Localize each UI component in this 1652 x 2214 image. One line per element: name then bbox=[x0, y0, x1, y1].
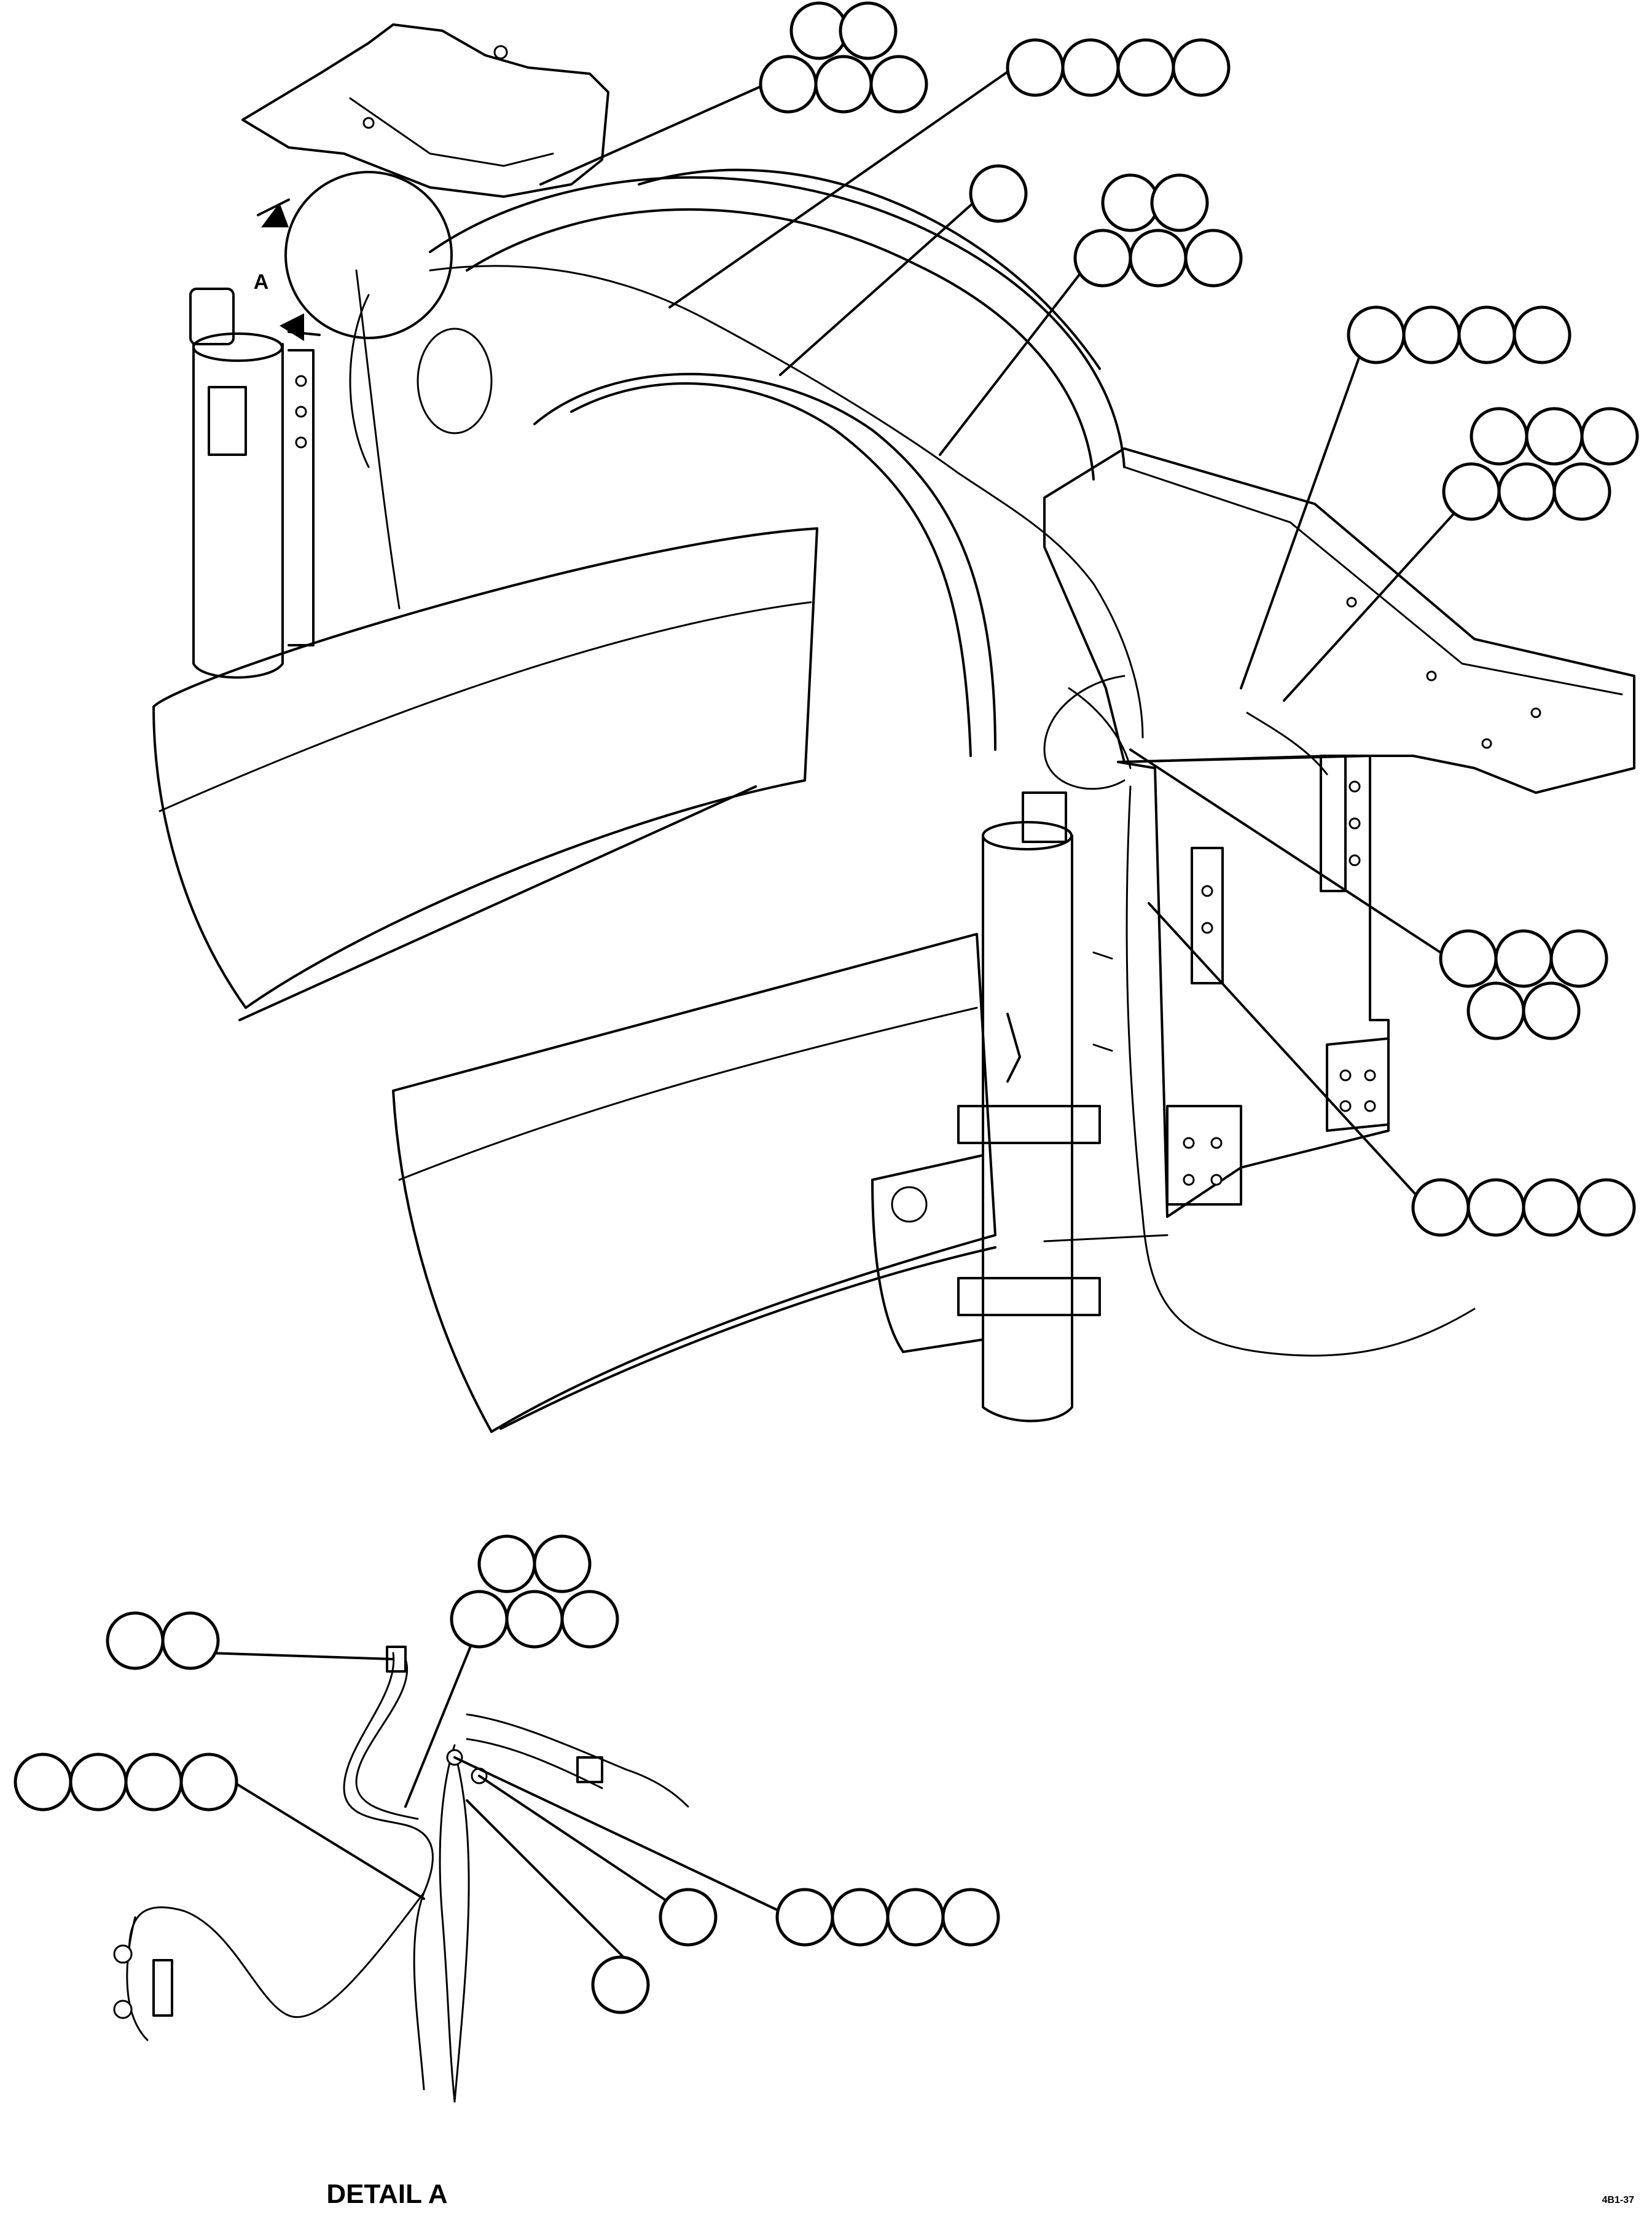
callout-group-g3 bbox=[969, 164, 1028, 223]
callout-group-g5 bbox=[1347, 305, 1572, 364]
callout-group-g1 bbox=[759, 1, 928, 114]
right-hydraulic-cylinder bbox=[957, 791, 1101, 1423]
left-hydraulic-cylinder bbox=[189, 288, 315, 679]
callout-group-g9 bbox=[450, 1534, 619, 1649]
detail-a-label: A bbox=[254, 270, 269, 294]
callout-group-g11 bbox=[14, 1753, 238, 1812]
callout-group-g6 bbox=[1442, 407, 1639, 521]
callout-group-g7 bbox=[1439, 929, 1608, 1040]
callout-group-g8 bbox=[1411, 1178, 1636, 1237]
detail-a-caption: DETAIL A bbox=[326, 2179, 447, 2209]
callout-group-g2 bbox=[1006, 38, 1231, 97]
callout-group-g12 bbox=[659, 1888, 718, 1947]
detail-a-drawing bbox=[113, 1646, 689, 2103]
callout-leaders bbox=[208, 66, 1470, 1968]
callout-group-g13 bbox=[591, 1955, 650, 2014]
callout-group-g10 bbox=[106, 1611, 220, 1670]
callout-group-g14 bbox=[775, 1888, 1000, 1947]
callout-group-g4 bbox=[1073, 173, 1243, 288]
detail-a-marker: A bbox=[254, 171, 453, 341]
sheet-code: 4B1-37 bbox=[1602, 2195, 1635, 2205]
main-assembly-drawing: A bbox=[152, 23, 1635, 1433]
